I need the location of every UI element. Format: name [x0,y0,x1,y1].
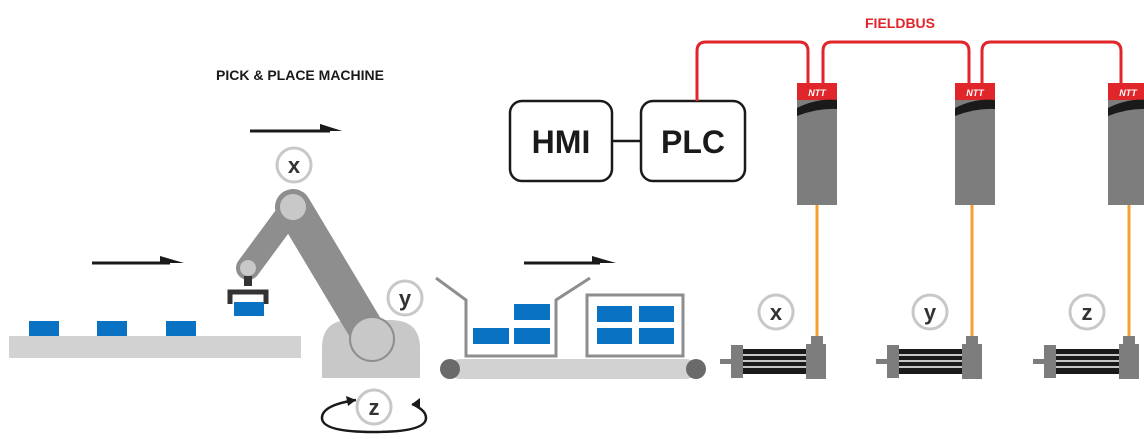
svg-text:y: y [399,286,412,311]
servo-drive-y: NTT [955,83,995,205]
product-box [166,321,196,336]
servo-motor-icon [1033,336,1139,379]
machine-title: PICK & PLACE MACHINE [216,67,384,83]
plc-label: PLC [661,124,725,160]
packing-conveyor [440,359,706,379]
robot-base-joint [349,316,395,362]
robot-elbow-joint [278,192,308,222]
motor-axis-badge-y: y [911,293,949,331]
product-box [97,321,127,336]
servo-motor-z [1033,336,1139,379]
svg-text:z: z [369,395,380,420]
plc-box [639,99,747,183]
svg-text:x: x [770,300,783,325]
drive-brand-label: NTT [808,88,827,98]
svg-text:x: x [288,153,301,178]
fieldbus-label: FIELDBUS [865,15,935,31]
robot-wrist-joint [238,258,258,278]
motor-axis-badge-x: x [757,293,795,331]
servo-motor-icon [876,336,982,379]
svg-text:y: y [924,300,937,325]
arrow-right-icon [524,256,616,265]
drive-brand-label: NTT [966,88,985,98]
packing-tray [435,276,591,358]
svg-text:z: z [1082,300,1093,325]
fieldbus-line [695,40,1123,101]
drive-brand-label: NTT [1119,88,1138,98]
gripper-icon [227,276,269,316]
product-box [29,321,59,336]
full-tray [585,293,685,358]
servo-motor-x [720,336,826,379]
servo-drive-z: NTT [1108,83,1144,205]
axis-badge-x: x [275,146,313,184]
arrow-right-icon [250,124,342,133]
infeed-conveyor [9,336,301,358]
motor-axis-badge-z: z [1068,293,1106,331]
axis-badge-y: y [386,279,424,317]
servo-drive-x: NTT [797,83,837,205]
servo-motor-icon [720,336,826,379]
hmi-label: HMI [532,124,591,160]
servo-motor-y [876,336,982,379]
rotation-arrow-icon [320,396,428,434]
axis-badge-z: z [355,388,393,426]
arrow-right-icon [92,256,184,265]
robot-arm [236,189,420,378]
